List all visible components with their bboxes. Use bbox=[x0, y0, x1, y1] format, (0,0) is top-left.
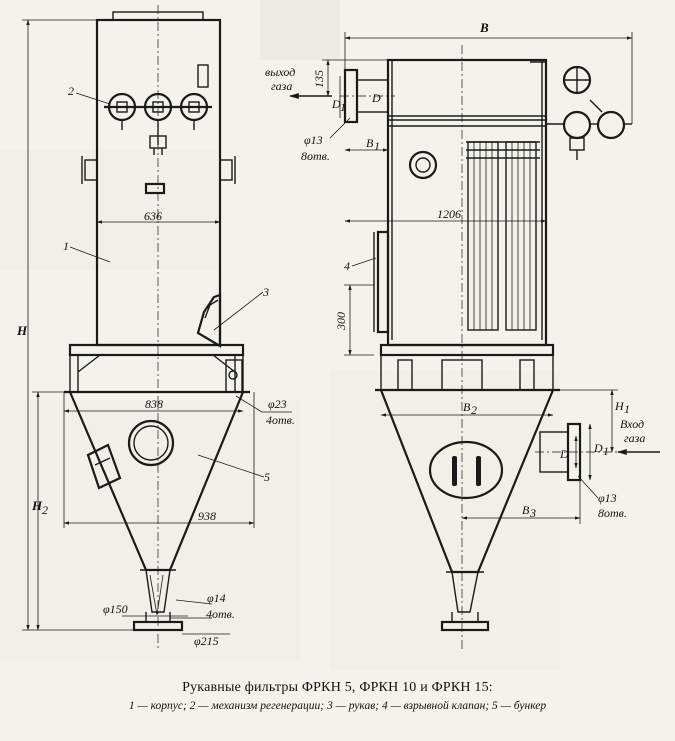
pressure-gauges bbox=[546, 65, 632, 160]
dim-D1-left: D bbox=[331, 97, 341, 111]
dim-phi13-top: φ13 bbox=[304, 133, 323, 147]
left-view bbox=[22, 5, 292, 650]
dim-H2-sub: 2 bbox=[42, 503, 48, 517]
dim-636: 636 bbox=[144, 209, 162, 223]
dim-938: 938 bbox=[198, 509, 216, 523]
dim-4otv: 4отв. bbox=[266, 413, 295, 427]
callout-2: 2 bbox=[68, 84, 74, 98]
gas-outlet-line1: выход bbox=[265, 65, 295, 79]
dim-D1-left-sub: 1 bbox=[340, 100, 346, 114]
dim-8otv-top: 8отв. bbox=[301, 149, 330, 163]
caption-title: Рукавные фильтры ФРКН 5, ФРКН 10 и ФРКН … bbox=[182, 680, 493, 695]
dim-phi13-bottom: φ13 bbox=[598, 491, 617, 505]
gas-inlet-line1: Вход bbox=[620, 417, 644, 431]
dim-135: 135 bbox=[312, 70, 326, 88]
gas-outlet-line2: газа bbox=[271, 79, 292, 93]
dim-838: 838 bbox=[145, 397, 163, 411]
dim-8otv-bottom: 8отв. bbox=[598, 506, 627, 520]
callout-3: 3 bbox=[262, 285, 269, 299]
figure-caption: Рукавные фильтры ФРКН 5, ФРКН 10 и ФРКН … bbox=[0, 680, 675, 712]
dim-D1-right: D bbox=[593, 441, 603, 455]
dim-B1-sub: 1 bbox=[374, 139, 380, 153]
callout-1: 1 bbox=[63, 239, 69, 253]
dim-B2-sub: 2 bbox=[471, 403, 477, 417]
dim-H1: H bbox=[614, 399, 625, 413]
dim-1206: 1206 bbox=[437, 207, 461, 221]
dim-B1: B bbox=[366, 136, 374, 150]
dim-B3: B bbox=[522, 503, 530, 517]
caption-legend: 1 — корпус; 2 — механизм регенерации; 3 … bbox=[128, 700, 547, 712]
dim-D-left: D bbox=[371, 91, 381, 105]
dim-H2: H bbox=[31, 498, 43, 513]
filter-bags bbox=[466, 141, 540, 331]
dim-phi23: φ23 bbox=[268, 397, 287, 411]
callout-numbers: 2 1 3 5 4 bbox=[63, 84, 350, 484]
dim-phi14: φ14 bbox=[207, 591, 226, 605]
regeneration-mechanism bbox=[104, 92, 212, 155]
gas-inlet-line2: газа bbox=[624, 431, 645, 445]
dim-phi150: φ150 bbox=[103, 602, 128, 616]
dimension-labels: 636 838 938 1206 H H 2 B B 1 B 2 B 3 D D… bbox=[16, 20, 645, 648]
dim-H1-sub: 1 bbox=[624, 402, 630, 416]
dim-D-right: D bbox=[559, 447, 569, 461]
housing-body-side bbox=[386, 58, 548, 347]
bleed-through-texture bbox=[0, 0, 560, 670]
dim-H: H bbox=[16, 323, 28, 338]
dim-4otv-bottom: 4отв. bbox=[206, 607, 235, 621]
callout-4: 4 bbox=[344, 259, 350, 273]
dim-300: 300 bbox=[334, 312, 348, 331]
dim-D1-right-sub: 1 bbox=[603, 444, 609, 458]
dim-B3-sub: 3 bbox=[529, 506, 536, 520]
dim-B2: B bbox=[463, 400, 471, 414]
callout-5: 5 bbox=[264, 470, 270, 484]
dim-phi215: φ215 bbox=[194, 634, 219, 648]
right-view bbox=[289, 32, 660, 650]
dim-B: B bbox=[479, 20, 489, 35]
